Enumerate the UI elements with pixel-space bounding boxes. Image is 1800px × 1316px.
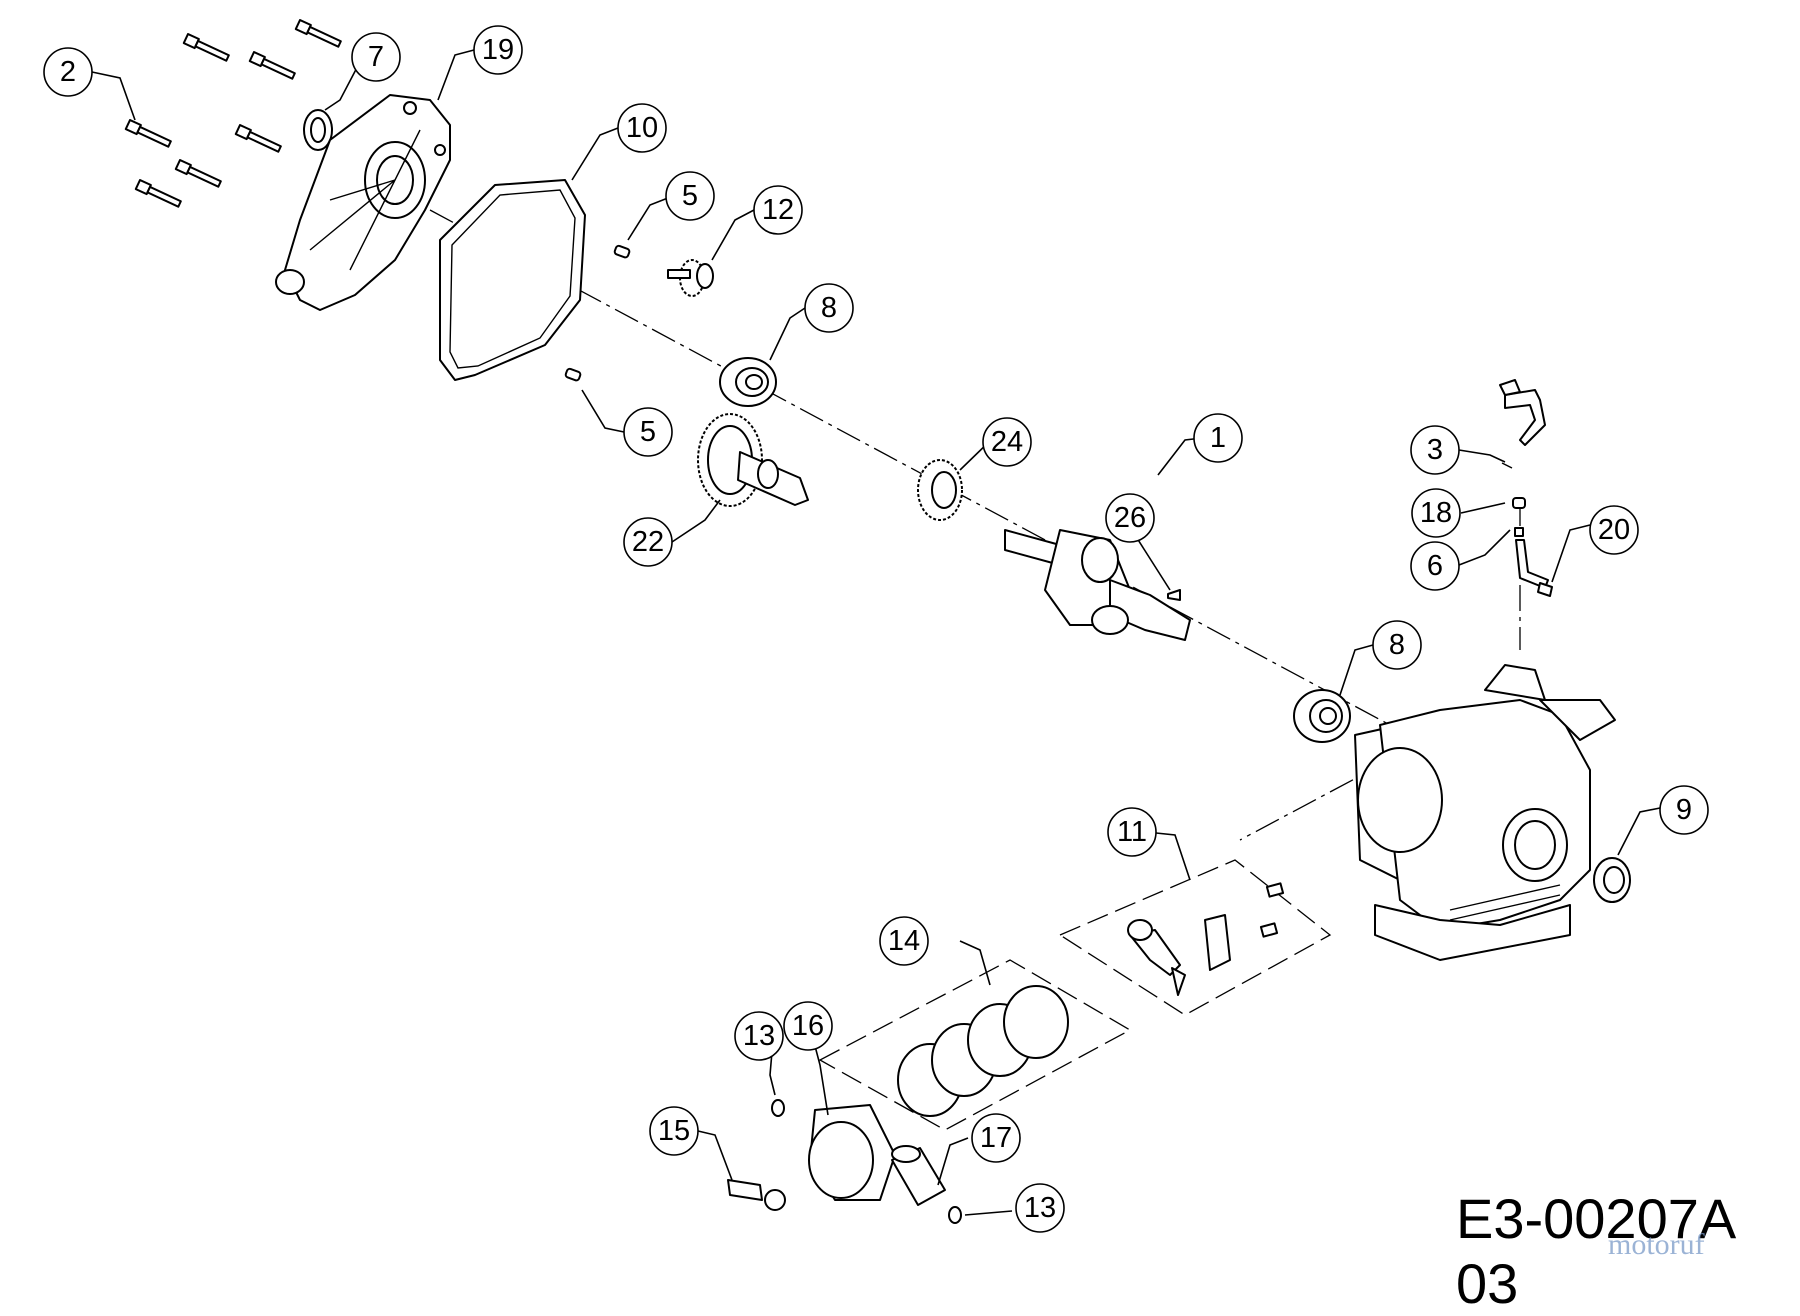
callout-16: 16: [783, 1001, 833, 1051]
piston-pin-17: [891, 1145, 946, 1206]
callout-9: 9: [1659, 785, 1709, 835]
svg-text:13: 13: [1024, 1192, 1056, 1224]
leader-lines: [91, 49, 1661, 1216]
ball-bearing-lower: [1293, 689, 1351, 743]
svg-text:5: 5: [682, 180, 698, 212]
governor-shaft-assembly: [1499, 379, 1553, 597]
oil-seal-9: [1593, 857, 1631, 903]
svg-text:17: 17: [980, 1122, 1012, 1154]
circlip-upper: [771, 1099, 785, 1117]
svg-text:26: 26: [1114, 502, 1146, 534]
callout-7: 7: [351, 32, 401, 82]
callout-5-lower: 5: [623, 407, 673, 457]
svg-text:9: 9: [1676, 794, 1692, 826]
callout-12: 12: [753, 185, 803, 235]
piston-rings-14: [818, 959, 1132, 1131]
svg-text:10: 10: [626, 112, 658, 144]
gasket-10: [439, 179, 586, 381]
ball-bearing-upper: [719, 357, 777, 407]
crankshaft-1: [1004, 529, 1191, 641]
callout-11: 11: [1107, 807, 1157, 857]
crankcase-block: [1354, 664, 1616, 961]
svg-text:8: 8: [1389, 629, 1405, 661]
exploded-parts-diagram: 2 7 19 10 5 12 8 5 24 22 1 26 3 18 6 20 …: [43, 19, 1709, 1233]
callout-13-lower: 13: [1015, 1183, 1065, 1233]
svg-text:16: 16: [792, 1010, 824, 1042]
svg-text:13: 13: [743, 1020, 775, 1052]
callout-14: 14: [879, 916, 929, 966]
callout-3: 3: [1410, 425, 1460, 475]
svg-text:8: 8: [821, 292, 837, 324]
callout-6: 6: [1410, 541, 1460, 591]
callout-18: 18: [1411, 488, 1461, 538]
svg-text:1: 1: [1210, 422, 1226, 454]
crank-gear-24: [917, 459, 963, 521]
callout-8-lower: 8: [1372, 620, 1422, 670]
callout-2: 2: [43, 47, 93, 97]
svg-text:7: 7: [368, 41, 384, 73]
svg-text:19: 19: [482, 34, 514, 66]
svg-text:3: 3: [1427, 434, 1443, 466]
svg-text:2: 2: [60, 56, 76, 88]
svg-text:24: 24: [991, 426, 1023, 458]
svg-text:15: 15: [658, 1115, 690, 1147]
dowel-pin-lower: [564, 367, 582, 382]
watermark-logo: motoruf: [1608, 1228, 1705, 1261]
governor-gear-12: [667, 259, 714, 297]
woodruff-key-26: [1167, 589, 1181, 601]
oil-seal-7: [303, 109, 333, 151]
svg-text:20: 20: [1598, 514, 1630, 546]
bolt-15: [727, 1179, 786, 1211]
callout-5-upper: 5: [665, 171, 715, 221]
callout-22: 22: [623, 517, 673, 567]
piston-16: [808, 1104, 896, 1201]
callout-13-upper: 13: [734, 1011, 784, 1061]
callout-1: 1: [1193, 413, 1243, 463]
svg-text:6: 6: [1427, 550, 1443, 582]
svg-text:11: 11: [1117, 816, 1147, 848]
callout-10: 10: [617, 103, 667, 153]
dowel-pin-upper: [613, 244, 631, 259]
bolt-group: [124, 19, 342, 208]
callout-24: 24: [982, 417, 1032, 467]
connecting-rod-11: [1058, 859, 1332, 1016]
svg-text:14: 14: [888, 925, 920, 957]
callout-15: 15: [649, 1106, 699, 1156]
callout-20: 20: [1589, 505, 1639, 555]
svg-text:5: 5: [640, 416, 656, 448]
svg-text:22: 22: [632, 526, 664, 558]
callout-26: 26: [1105, 493, 1155, 543]
circlip-lower: [948, 1206, 962, 1224]
callout-17: 17: [971, 1113, 1021, 1163]
camshaft-22: [697, 413, 809, 507]
crankcase-cover-19: [275, 94, 451, 311]
callout-8-upper: 8: [804, 283, 854, 333]
svg-text:18: 18: [1420, 497, 1452, 529]
svg-text:12: 12: [762, 194, 794, 226]
callout-19: 19: [473, 25, 523, 75]
